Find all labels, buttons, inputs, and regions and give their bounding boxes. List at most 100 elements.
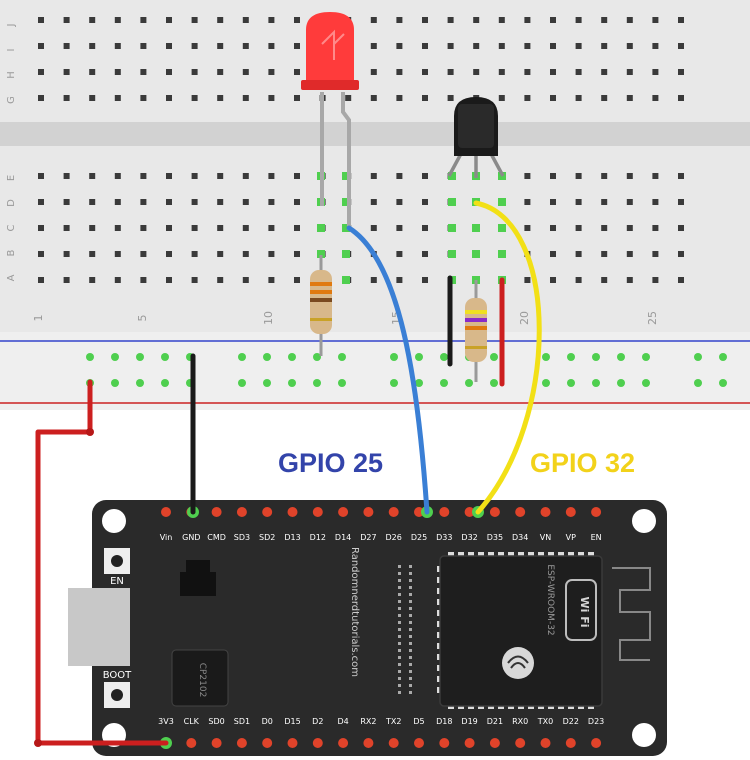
bottom-pin-label: SD1: [234, 717, 250, 726]
breadboard-hole: [217, 17, 224, 23]
breadboard-hole: [38, 277, 44, 283]
resistor-band: [310, 318, 332, 321]
row-letters: J I H G E D C B A: [6, 24, 17, 282]
breadboard-hole: [140, 173, 147, 179]
power-rail-hole: [567, 353, 575, 361]
module-pad: [568, 552, 574, 557]
breadboard-hole: [217, 69, 224, 75]
breadboard-hole: [140, 199, 147, 205]
breadboard-hole: [524, 95, 531, 101]
breadboard-hole: [575, 69, 582, 75]
module-label: ESP-WROOM-32: [545, 564, 555, 635]
breadboard-hole: [63, 199, 70, 205]
top-pin-label: CMD: [207, 533, 226, 542]
breadboard-hole: [242, 225, 249, 231]
breadboard-hole: [345, 95, 352, 101]
col-number-1: 1: [32, 315, 45, 322]
header-pin: [414, 507, 424, 517]
header-mark: [409, 635, 412, 638]
breadboard-hole: [89, 95, 96, 101]
power-rail-hole: [415, 379, 423, 387]
breadboard-hole: [294, 173, 300, 179]
breadboard-hole: [63, 277, 70, 283]
breadboard-hole: [575, 43, 582, 49]
breadboard-hole: [114, 251, 121, 257]
breadboard-hole: [678, 17, 684, 23]
header-pin: [211, 507, 222, 517]
power-rail-hole: [542, 379, 550, 387]
module-pad: [508, 552, 514, 557]
breadboard-hole: [524, 277, 531, 283]
breadboard-hole: [242, 69, 249, 75]
breadboard-hole: [626, 251, 633, 257]
breadboard-hole: [217, 173, 224, 179]
breadboard-hole: [370, 69, 377, 75]
breadboard-hole: [217, 251, 224, 257]
breadboard-hole: [422, 17, 428, 23]
breadboard-hole: [447, 43, 454, 49]
breadboard-hole: [678, 251, 684, 257]
breadboard-hole: [575, 173, 582, 179]
top-pin-label: D26: [386, 533, 402, 542]
breadboard-hole: [191, 225, 198, 231]
breadboard-hole: [524, 17, 531, 23]
header-pin: [312, 507, 323, 517]
breadboard-hole: [678, 43, 684, 49]
power-rail-hole: [694, 379, 702, 387]
breadboard-hole: [678, 225, 684, 231]
breadboard-hole: [550, 43, 556, 49]
resistor-band: [465, 346, 487, 349]
breadboard-hole: [242, 17, 249, 23]
breadboard-hole: [626, 95, 633, 101]
power-rail-hole: [719, 379, 727, 387]
breadboard-hole: [396, 251, 403, 257]
breadboard-hole: [550, 69, 556, 75]
breadboard-hole: [191, 95, 198, 101]
breadboard-hole: [89, 251, 96, 257]
breadboard-hole: [601, 69, 608, 75]
board-pins: [160, 506, 602, 749]
module-pad: [468, 552, 474, 557]
breadboard-hole: [114, 173, 121, 179]
breadboard-hole: [242, 95, 249, 101]
breadboard: J I H G E D C B A 1 5 10 15 20 25: [0, 0, 750, 410]
breadboard-hole: [652, 17, 659, 23]
header-pin: [363, 507, 374, 517]
module-pad: [488, 552, 494, 557]
bottom-pin-label: CLK: [184, 717, 200, 726]
power-rail-hole: [111, 379, 119, 387]
breadboard-hole: [191, 277, 198, 283]
breadboard-hole: [524, 199, 531, 205]
bottom-pin-label: TX0: [537, 717, 553, 726]
header-mark: [398, 628, 401, 631]
url-text: Randomnerdtutorials.com: [349, 547, 360, 677]
boot-button-label: BOOT: [103, 670, 132, 681]
breadboard-hole: [550, 277, 556, 283]
breadboard-hole: [242, 43, 249, 49]
bottom-pin-label: SD0: [208, 717, 224, 726]
top-pin-label: D13: [284, 533, 300, 542]
header-pin: [287, 738, 298, 748]
col-number-5: 5: [136, 315, 149, 322]
header-pin: [388, 507, 399, 517]
breadboard-hole: [626, 173, 633, 179]
top-pin-label: D25: [411, 533, 427, 542]
power-rail-hole: [440, 353, 448, 361]
boot-button-cap[interactable]: [111, 689, 123, 701]
bottom-pin-label: 3V3: [158, 717, 174, 726]
breadboard-hole: [396, 95, 403, 101]
header-mark: [409, 600, 412, 603]
breadboard-hole: [140, 43, 147, 49]
power-rail-hole: [288, 379, 296, 387]
header-mark: [409, 572, 412, 575]
breadboard-hole: [498, 17, 505, 23]
header-mark: [398, 565, 401, 568]
breadboard-hole: [524, 69, 531, 75]
en-button-cap[interactable]: [111, 555, 123, 567]
breadboard-hole: [678, 95, 684, 101]
power-rail-hole: [263, 379, 271, 387]
power-wire: [35, 379, 169, 746]
row-letter-i: I: [6, 49, 17, 52]
breadboard-hole: [498, 95, 505, 101]
wires: [34, 200, 542, 747]
